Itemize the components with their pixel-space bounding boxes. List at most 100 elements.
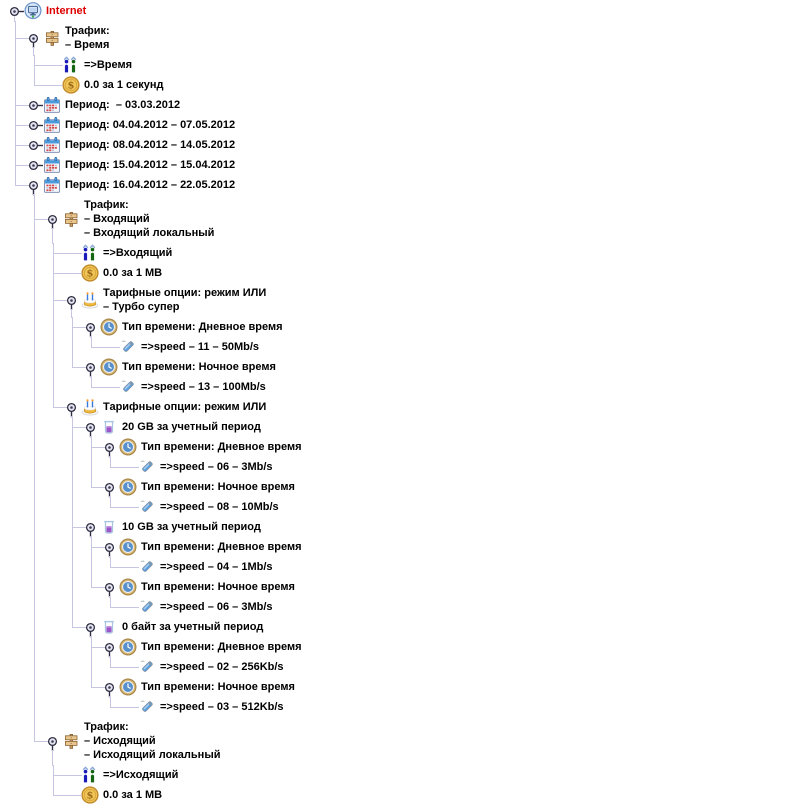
- tree-row[interactable]: 0 байт за учетный период: [71, 617, 785, 638]
- tree-row[interactable]: Тип времени: Дневное время: [90, 537, 785, 558]
- expand-toggle[interactable]: [24, 136, 43, 155]
- node-label: Трафик:– Исходящий– Исходящий локальный: [84, 720, 220, 762]
- expand-toggle[interactable]: [24, 156, 43, 175]
- node-label: Период: 04.04.2012 – 07.05.2012: [65, 118, 235, 132]
- expand-toggle[interactable]: [24, 116, 43, 135]
- coin-icon: $: [81, 264, 99, 282]
- collapse-toggle[interactable]: [81, 618, 100, 637]
- tree-row[interactable]: Тип времени: Ночное время: [90, 577, 785, 598]
- collapse-toggle[interactable]: [100, 678, 119, 697]
- node-label: =>Входящий: [103, 246, 172, 260]
- node-traffic: Трафик:– Входящий– Входящий локальный =>В…: [33, 195, 785, 717]
- handle-slot: [62, 397, 81, 418]
- people-icon: [81, 244, 99, 262]
- handle-slot: [24, 155, 43, 175]
- tree-row[interactable]: $0.0 за 1 MB: [52, 263, 785, 283]
- clock-icon: [119, 578, 137, 596]
- collapse-toggle[interactable]: [81, 318, 100, 337]
- tree-row[interactable]: =>speed – 06 – 3Mb/s: [109, 457, 785, 477]
- connector-elbow: [119, 597, 139, 617]
- tree-row[interactable]: Тарифные опции: режим ИЛИ: [52, 397, 785, 418]
- connector-elbow: [43, 75, 63, 95]
- signpost-icon: [62, 210, 80, 228]
- tree-row[interactable]: Период: 08.04.2012 – 14.05.2012: [14, 135, 785, 155]
- calendar-icon: [43, 156, 61, 174]
- tree-row[interactable]: 10 GB за учетный период: [71, 517, 785, 538]
- tree-row[interactable]: Тип времени: Ночное время: [90, 477, 785, 498]
- tree-row[interactable]: $0.0 за 1 MB: [52, 785, 785, 805]
- tree-row[interactable]: Тип времени: Ночное время: [90, 677, 785, 698]
- expand-toggle[interactable]: [24, 96, 43, 115]
- node-label-line: Трафик:: [84, 199, 129, 211]
- tree-children-group: Трафик:– Входящий– Входящий локальный =>В…: [24, 195, 785, 805]
- handle-slot: [24, 95, 43, 115]
- tree-row[interactable]: Период: 15.04.2012 – 15.04.2012: [14, 155, 785, 175]
- node-label: =>speed – 03 – 512Kb/s: [160, 700, 284, 714]
- tree-row[interactable]: Тип времени: Дневное время: [90, 437, 785, 458]
- collapse-toggle[interactable]: [43, 210, 62, 229]
- collapse-toggle[interactable]: [24, 176, 43, 195]
- signpost-icon: [43, 29, 61, 47]
- node-label: Тип времени: Ночное время: [141, 680, 295, 694]
- tree-row[interactable]: Период: 16.04.2012 – 22.05.2012: [14, 175, 785, 196]
- collapse-toggle[interactable]: [5, 2, 24, 21]
- tree-row[interactable]: =>speed – 08 – 10Mb/s: [109, 497, 785, 517]
- tree-row[interactable]: Internet: [5, 1, 785, 22]
- tree-row[interactable]: 20 GB за учетный период: [71, 417, 785, 438]
- node-traffic-direction: =>Время: [33, 55, 785, 75]
- node-label-line: Тип времени: Ночное время: [141, 581, 295, 593]
- tree-row[interactable]: $0.0 за 1 секунд: [33, 75, 785, 95]
- collapse-toggle[interactable]: [62, 291, 81, 310]
- tree-row[interactable]: =>Исходящий: [52, 765, 785, 785]
- collapse-toggle[interactable]: [81, 418, 100, 437]
- collapse-toggle[interactable]: [43, 732, 62, 751]
- tree-children-group: =>speed – 08 – 10Mb/s: [100, 497, 785, 517]
- tree-row[interactable]: =>speed – 11 – 50Mb/s: [90, 337, 785, 357]
- tree-row[interactable]: =>Время: [33, 55, 785, 75]
- tree-row[interactable]: Тип времени: Дневное время: [90, 637, 785, 658]
- connector-elbow: [62, 765, 82, 785]
- tree-row[interactable]: Трафик:– Исходящий– Исходящий локальный: [33, 717, 785, 766]
- tree-row[interactable]: =>speed – 13 – 100Mb/s: [90, 377, 785, 397]
- node-speed-param: =>speed – 08 – 10Mb/s: [109, 497, 785, 517]
- tree-row[interactable]: Трафик:– Время: [14, 21, 785, 56]
- tree-row[interactable]: =>Входящий: [52, 243, 785, 263]
- tree-row[interactable]: Период: – 03.03.2012: [14, 95, 785, 115]
- calendar-icon: [43, 136, 61, 154]
- node-label-line: =>Время: [84, 59, 133, 71]
- collapse-toggle[interactable]: [100, 578, 119, 597]
- tree-row[interactable]: =>speed – 04 – 1Mb/s: [109, 557, 785, 577]
- collapse-toggle[interactable]: [100, 638, 119, 657]
- tree-row[interactable]: =>speed – 02 – 256Kb/s: [109, 657, 785, 677]
- collapse-toggle[interactable]: [62, 398, 81, 417]
- node-label-line: Тип времени: Дневное время: [141, 441, 302, 453]
- collapse-toggle[interactable]: [100, 478, 119, 497]
- tag-icon: [119, 338, 137, 356]
- tree-children-group: =>Время $0.0 за 1 секунд: [24, 55, 785, 95]
- node-label-line: Тип времени: Дневное время: [141, 641, 302, 653]
- tree-row[interactable]: Тарифные опции: режим ИЛИ– Турбо супер: [52, 283, 785, 318]
- clock-icon: [100, 358, 118, 376]
- connector-elbow: [119, 457, 139, 477]
- node-label-line: Период: – 03.03.2012: [65, 99, 181, 111]
- node-label: 10 GB за учетный период: [122, 520, 261, 534]
- connector-elbow: [43, 55, 63, 75]
- tree-row[interactable]: Тип времени: Дневное время: [71, 317, 785, 338]
- collapse-toggle[interactable]: [81, 358, 100, 377]
- tree-row[interactable]: =>speed – 03 – 512Kb/s: [109, 697, 785, 717]
- tree-row[interactable]: =>speed – 06 – 3Mb/s: [109, 597, 785, 617]
- collapse-toggle[interactable]: [100, 438, 119, 457]
- clock-icon: [119, 538, 137, 556]
- handle-slot: [81, 617, 100, 638]
- node-label: Internet: [46, 4, 86, 18]
- node-label-line: – Турбо супер: [103, 301, 180, 313]
- calendar-icon: [43, 116, 61, 134]
- collapse-toggle[interactable]: [81, 518, 100, 537]
- handle-slot: [5, 1, 24, 22]
- tree-row[interactable]: Период: 04.04.2012 – 07.05.2012: [14, 115, 785, 135]
- collapse-toggle[interactable]: [24, 29, 43, 48]
- tree-row[interactable]: Трафик:– Входящий– Входящий локальный: [33, 195, 785, 244]
- collapse-toggle[interactable]: [100, 538, 119, 557]
- tree-row[interactable]: Тип времени: Ночное время: [71, 357, 785, 378]
